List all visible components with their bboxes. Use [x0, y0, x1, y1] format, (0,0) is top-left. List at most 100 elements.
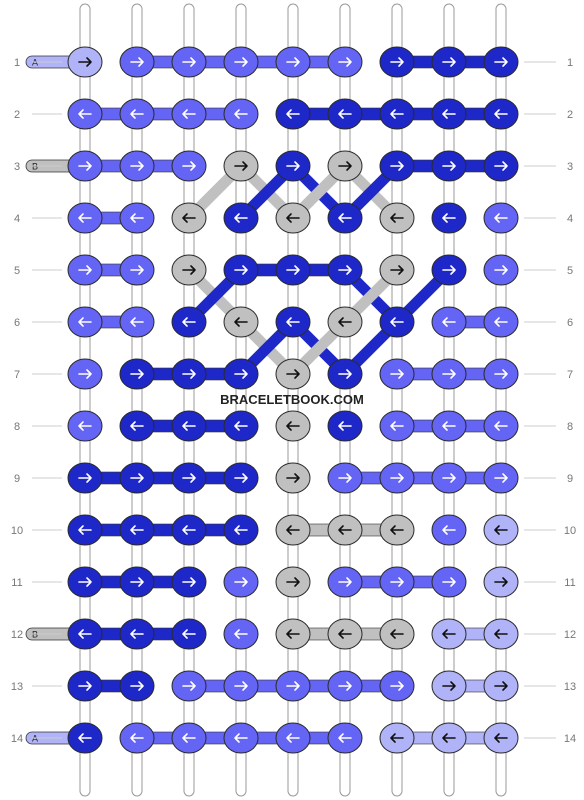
arrow-left-icon	[338, 109, 352, 119]
arrow-left-icon	[234, 629, 248, 639]
arrow-right-icon	[182, 473, 196, 483]
arrow-left-icon	[390, 629, 404, 639]
arrow-right-icon	[234, 265, 248, 275]
arrow-right-icon	[494, 681, 508, 691]
arrow-left-icon	[130, 629, 144, 639]
arrow-right-icon	[182, 369, 196, 379]
arrow-left-icon	[390, 317, 404, 327]
arrow-right-icon	[338, 161, 352, 171]
arrow-right-icon	[286, 57, 300, 67]
arrow-left-icon	[78, 109, 92, 119]
arrow-right-icon	[442, 265, 456, 275]
arrow-left-icon	[286, 213, 300, 223]
arrow-left-icon	[286, 629, 300, 639]
arrow-right-icon	[390, 369, 404, 379]
vertical-strand	[495, 3, 507, 797]
arrow-right-icon	[338, 577, 352, 587]
arrow-right-icon	[78, 369, 92, 379]
watermark: BRACELETBOOK.COM	[220, 392, 364, 407]
row-number-left: 3	[14, 161, 20, 173]
row-number-left: 8	[14, 421, 20, 433]
arrow-right-icon	[286, 473, 300, 483]
arrow-left-icon	[338, 317, 352, 327]
arrow-left-icon	[494, 733, 508, 743]
row-number-right: 4	[567, 213, 573, 225]
row-number-left: 9	[14, 473, 20, 485]
arrow-right-icon	[494, 369, 508, 379]
arrow-right-icon	[390, 161, 404, 171]
arrow-right-icon	[442, 57, 456, 67]
arrow-left-icon	[182, 213, 196, 223]
arrow-right-icon	[182, 161, 196, 171]
arrow-right-icon	[442, 681, 456, 691]
row-number-left: 10	[11, 525, 23, 537]
arrow-right-icon	[442, 161, 456, 171]
vertical-strand	[183, 3, 195, 797]
row-number-left: 14	[11, 733, 23, 745]
arrow-left-icon	[338, 421, 352, 431]
arrow-left-icon	[338, 525, 352, 535]
arrow-right-icon	[182, 57, 196, 67]
vertical-strand	[79, 3, 91, 797]
arrow-left-icon	[234, 213, 248, 223]
arrow-right-icon	[286, 265, 300, 275]
arrow-right-icon	[234, 681, 248, 691]
arrow-right-icon	[130, 473, 144, 483]
vertical-strand	[131, 3, 143, 797]
vertical-strand	[339, 3, 351, 797]
arrow-right-icon	[338, 57, 352, 67]
arrow-left-icon	[234, 109, 248, 119]
arrow-left-icon	[130, 317, 144, 327]
arrow-right-icon	[182, 577, 196, 587]
arrow-right-icon	[130, 369, 144, 379]
arrow-right-icon	[442, 577, 456, 587]
arrow-right-icon	[338, 369, 352, 379]
row-number-right: 11	[564, 577, 575, 589]
row-number-right: 1	[567, 57, 573, 69]
arrow-left-icon	[234, 421, 248, 431]
arrow-right-icon	[78, 57, 92, 67]
arrow-right-icon	[78, 681, 92, 691]
arrow-left-icon	[442, 525, 456, 535]
row-number-right: 14	[564, 733, 576, 745]
arrow-right-icon	[286, 577, 300, 587]
row-number-left: 13	[11, 681, 23, 693]
row-number-left: 6	[14, 317, 20, 329]
arrow-left-icon	[130, 109, 144, 119]
arrow-left-icon	[78, 421, 92, 431]
arrow-right-icon	[78, 577, 92, 587]
arrow-right-icon	[234, 57, 248, 67]
arrow-right-icon	[130, 265, 144, 275]
row-number-right: 9	[567, 473, 573, 485]
arrow-right-icon	[390, 265, 404, 275]
arrow-left-icon	[442, 109, 456, 119]
arrow-right-icon	[78, 473, 92, 483]
arrow-left-icon	[442, 733, 456, 743]
arrow-left-icon	[494, 525, 508, 535]
arrow-left-icon	[130, 525, 144, 535]
arrow-left-icon	[494, 421, 508, 431]
row-number-left: 12	[11, 629, 23, 641]
arrow-right-icon	[286, 161, 300, 171]
arrow-right-icon	[338, 681, 352, 691]
arrow-left-icon	[338, 213, 352, 223]
arrow-left-icon	[390, 733, 404, 743]
arrow-left-icon	[390, 421, 404, 431]
arrow-left-icon	[390, 109, 404, 119]
arrow-right-icon	[286, 369, 300, 379]
vertical-strand	[235, 3, 247, 797]
row-number-right: 12	[564, 629, 576, 641]
arrow-left-icon	[390, 525, 404, 535]
arrow-left-icon	[442, 421, 456, 431]
row-number-left: 11	[11, 577, 22, 589]
arrow-left-icon	[338, 733, 352, 743]
row-number-right: 8	[567, 421, 573, 433]
arrow-left-icon	[234, 317, 248, 327]
vertical-strand	[443, 3, 455, 797]
arrow-right-icon	[494, 577, 508, 587]
arrow-left-icon	[442, 629, 456, 639]
arrow-right-icon	[338, 473, 352, 483]
vertical-strand	[287, 3, 299, 797]
arrow-right-icon	[130, 57, 144, 67]
